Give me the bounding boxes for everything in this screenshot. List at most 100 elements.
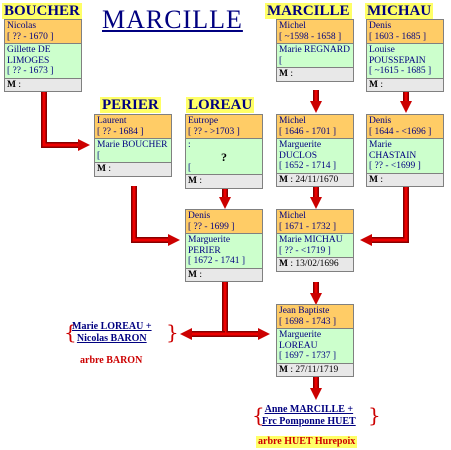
marriage-label: M xyxy=(188,269,197,280)
marriage-cell: M : 13/02/1696 xyxy=(277,258,353,271)
connector-c7-c9 xyxy=(366,186,409,243)
wife-name: Marie CHASTAIN xyxy=(369,140,417,161)
husband-dates: [ ~1598 - 1658 ] xyxy=(279,31,342,42)
couple-card-c5[interactable]: Eutrope[ ?? - >1703 ] :?[ M : xyxy=(185,114,263,189)
marriage-label: M xyxy=(97,164,106,174)
husband-cell[interactable]: Laurent[ ?? - 1684 ] xyxy=(95,115,171,139)
marriage-cell: M : xyxy=(186,268,262,281)
marriage-label: M xyxy=(279,259,288,269)
marriage-label: M xyxy=(188,176,197,186)
marriage-cell: M : 27/11/1719 xyxy=(277,363,353,376)
link-huet[interactable]: Anne MARCILLE + Frc Pomponne HUET xyxy=(262,404,356,428)
wife-cell[interactable]: Marguerite LOREAU[ 1697 - 1737 ] xyxy=(277,329,353,364)
link-baron[interactable]: Marie LOREAU + Nicolas BARON xyxy=(72,321,152,345)
marriage-cell: M : xyxy=(186,175,262,188)
husband-cell[interactable]: Michel[ 1671 - 1732 ] xyxy=(277,210,353,234)
couple-card-c8[interactable]: Denis[ ?? - 1699 ] Marguerite PERIER[ 16… xyxy=(185,209,263,282)
husband-cell[interactable]: Michel[ 1646 - 1701 ] xyxy=(277,115,353,139)
marriage-label: M xyxy=(279,69,288,79)
wife-dates: [ ?? - <1719 ] xyxy=(279,245,331,256)
husband-cell[interactable]: Denis[ ?? - 1699 ] xyxy=(186,210,262,234)
wife-cell[interactable]: Marguerite PERIER[ 1672 - 1741 ] xyxy=(186,234,262,269)
wife-cell[interactable]: Marie MICHAU[ ?? - <1719 ] xyxy=(277,234,353,258)
wife-cell[interactable]: Gillette DE LIMOGES[ ?? - 1673 ] xyxy=(5,44,81,79)
wife-name: Marguerite DUCLOS xyxy=(279,140,322,161)
wife-dates: [ 1652 - 1714 ] xyxy=(279,161,336,171)
wife-cell[interactable]: Marie BOUCHER[ xyxy=(95,139,171,163)
marriage-date: : xyxy=(377,79,383,90)
wife-name: Marie REGNARD xyxy=(279,45,350,55)
wife-dates: [ xyxy=(279,55,283,66)
family-name-perier: PERIER xyxy=(100,97,161,113)
husband-cell[interactable]: Jean Baptiste[ 1698 - 1743 ] xyxy=(277,305,353,329)
connector-c4-c8 xyxy=(131,186,174,243)
wife-name: Marie BOUCHER xyxy=(97,140,168,150)
husband-name: Michel xyxy=(279,211,306,221)
husband-name: Eutrope xyxy=(188,116,219,126)
husband-dates: [ 1671 - 1732 ] xyxy=(279,221,336,232)
husband-name: Denis xyxy=(369,21,392,31)
marriage-date: : 13/02/1696 xyxy=(287,259,339,269)
brace-open-left: { xyxy=(64,320,77,344)
wife-dates: [ ~1615 - 1685 ] xyxy=(369,66,432,76)
wife-dates: [ xyxy=(188,162,192,173)
marriage-cell: M : xyxy=(367,173,443,186)
wife-name: Marguerite LOREAU xyxy=(279,330,322,351)
husband-name: Michel xyxy=(279,116,306,126)
wife-dates: [ 1697 - 1737 ] xyxy=(279,351,336,361)
marriage-date: : xyxy=(105,164,111,174)
husband-cell[interactable]: Michel[ ~1598 - 1658 ] xyxy=(277,20,353,44)
wife-dates: [ xyxy=(97,150,101,161)
couple-card-c10[interactable]: Jean Baptiste[ 1698 - 1743 ] Marguerite … xyxy=(276,304,354,377)
link-huet-line2[interactable]: Frc Pomponne HUET xyxy=(262,416,356,427)
husband-cell[interactable]: Denis[ 1603 - 1685 ] xyxy=(367,20,443,44)
connector-c8-c10 xyxy=(222,282,264,337)
link-huet-line1[interactable]: Anne MARCILLE + xyxy=(264,404,354,415)
wife-cell[interactable]: Marguerite DUCLOS[ 1652 - 1714 ] xyxy=(277,139,353,174)
couple-card-c6[interactable]: Michel[ 1646 - 1701 ] Marguerite DUCLOS[… xyxy=(276,114,354,187)
brace-close-left: } xyxy=(166,320,179,344)
husband-cell[interactable]: Nicolas[ ?? - 1670 ] xyxy=(5,20,81,44)
link-baron-line2[interactable]: Nicolas BARON xyxy=(76,333,147,344)
couple-card-c1[interactable]: Nicolas[ ?? - 1670 ] Gillette DE LIMOGES… xyxy=(4,19,82,92)
couple-card-c9[interactable]: Michel[ 1671 - 1732 ] Marie MICHAU[ ?? -… xyxy=(276,209,354,272)
husband-dates: [ ?? - 1684 ] xyxy=(97,126,144,137)
family-name-loreau: LOREAU xyxy=(186,97,255,113)
husband-name: Michel xyxy=(279,21,306,31)
husband-name: Denis xyxy=(188,211,211,221)
marriage-date: : 27/11/1719 xyxy=(287,364,339,375)
marriage-label: M xyxy=(279,174,288,185)
husband-name: Jean Baptiste xyxy=(279,306,330,316)
marriage-date: : xyxy=(377,174,383,185)
family-name-marcille: MARCILLE xyxy=(265,3,352,19)
husband-dates: [ 1644 - <1696 ] xyxy=(369,126,432,137)
husband-dates: [ 1603 - 1685 ] xyxy=(369,31,426,42)
wife-name: Louise POUSSEPAIN xyxy=(369,45,426,66)
husband-dates: [ 1646 - 1701 ] xyxy=(279,126,336,137)
marriage-cell: M : xyxy=(277,68,353,81)
tree-link-huet[interactable]: arbre HUET Hurepoix xyxy=(256,436,358,448)
wife-cell[interactable]: :?[ xyxy=(186,139,262,175)
wife-name: Marie MICHAU xyxy=(279,235,343,245)
husband-cell[interactable]: Denis[ 1644 - <1696 ] xyxy=(367,115,443,139)
husband-name: Nicolas xyxy=(7,21,37,31)
wife-cell[interactable]: Marie REGNARD[ xyxy=(277,44,353,68)
marriage-date: : 24/11/1670 xyxy=(287,174,339,185)
wife-cell[interactable]: Marie CHASTAIN[ ?? - <1699 ] xyxy=(367,139,443,174)
couple-card-c7[interactable]: Denis[ 1644 - <1696 ] Marie CHASTAIN[ ??… xyxy=(366,114,444,187)
couple-card-c2[interactable]: Michel[ ~1598 - 1658 ] Marie REGNARD[ M … xyxy=(276,19,354,82)
husband-dates: [ ?? - 1670 ] xyxy=(7,31,54,42)
family-name-michau: MICHAU xyxy=(365,3,434,19)
wife-dates: [ ?? - 1673 ] xyxy=(7,66,54,76)
link-baron-line1[interactable]: Marie LOREAU + xyxy=(72,321,152,332)
husband-cell[interactable]: Eutrope[ ?? - >1703 ] xyxy=(186,115,262,139)
brace-open-bottom: { xyxy=(252,403,265,427)
tree-link-baron[interactable]: arbre BARON xyxy=(80,355,143,366)
connector-c1-c4 xyxy=(41,90,84,148)
couple-card-c3[interactable]: Denis[ 1603 - 1685 ] Louise POUSSEPAIN[ … xyxy=(366,19,444,92)
couple-card-c4[interactable]: Laurent[ ?? - 1684 ] Marie BOUCHER[ M : xyxy=(94,114,172,177)
husband-name: Laurent xyxy=(97,116,127,126)
husband-dates: [ ?? - >1703 ] xyxy=(188,126,240,137)
wife-cell[interactable]: Louise POUSSEPAIN[ ~1615 - 1685 ] xyxy=(367,44,443,79)
marriage-cell: M : xyxy=(367,78,443,91)
